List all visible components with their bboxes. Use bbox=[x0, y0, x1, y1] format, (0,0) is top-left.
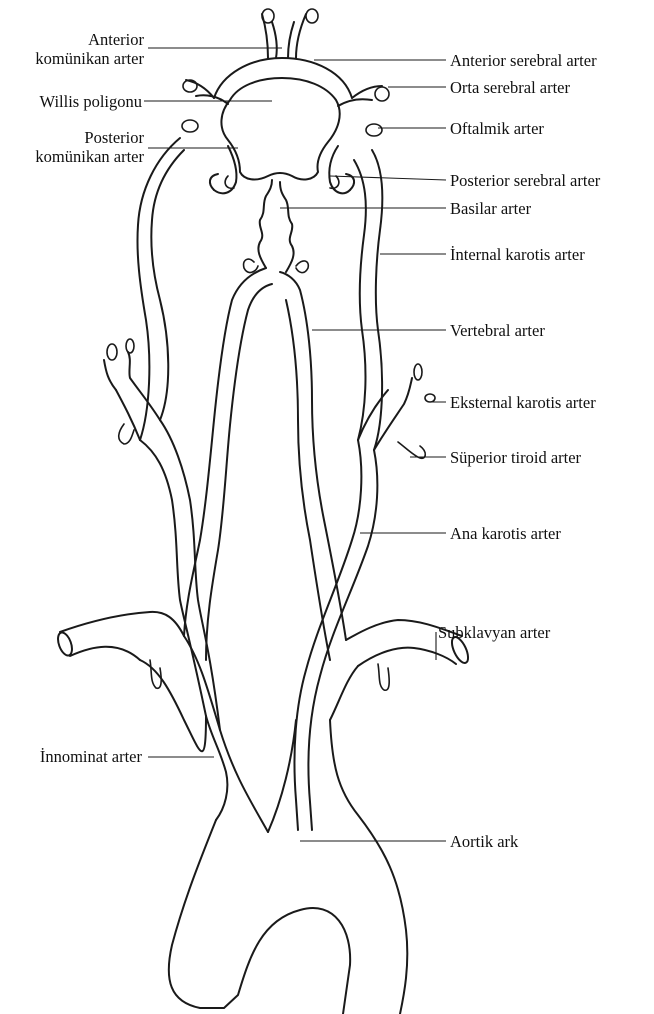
right-subclavian-artery bbox=[55, 612, 184, 688]
right-internal-carotid-artery bbox=[137, 120, 198, 440]
left-external-carotid-artery bbox=[358, 364, 435, 458]
circle-of-willis bbox=[214, 58, 352, 193]
label-innominate-artery: İnnominat arter bbox=[0, 747, 142, 766]
label-posterior-cerebral-artery: Posterior serebral arter bbox=[450, 171, 600, 190]
label-anterior-cerebral-artery: Anterior serebral arter bbox=[450, 51, 597, 70]
basilar-artery bbox=[244, 180, 309, 273]
label-vertebral-artery: Vertebral arter bbox=[450, 321, 545, 340]
aortic-arch-vessel bbox=[169, 716, 408, 1014]
label-subclavian-artery: Subklavyan arter bbox=[438, 623, 550, 642]
label-common-carotid-artery: Ana karotis arter bbox=[450, 524, 561, 543]
label-aortic-arch: Aortik ark bbox=[450, 832, 518, 851]
label-superior-thyroid-artery: Süperior tiroid arter bbox=[450, 448, 581, 467]
right-external-carotid-artery bbox=[104, 339, 160, 444]
middle-cerebral-arteries bbox=[183, 80, 389, 106]
right-common-carotid-artery bbox=[140, 420, 220, 730]
vertebral-arteries bbox=[184, 268, 346, 660]
label-ophthalmic-artery: Oftalmik arter bbox=[450, 119, 544, 138]
label-external-carotid-artery: Eksternal karotis arter bbox=[450, 393, 596, 412]
anterior-cerebral-arteries bbox=[262, 9, 318, 58]
label-basilar-artery: Basilar arter bbox=[450, 199, 531, 218]
label-anterior-communicating-artery: Anterior komünikan arter bbox=[20, 30, 144, 68]
label-internal-carotid-artery: İnternal karotis arter bbox=[450, 245, 585, 264]
label-willis-polygon: Willis poligonu bbox=[10, 92, 142, 111]
innominate-artery bbox=[140, 636, 296, 832]
label-posterior-communicating-artery: Posterior komünikan arter bbox=[0, 128, 144, 166]
label-middle-cerebral-artery: Orta serebral arter bbox=[450, 78, 570, 97]
